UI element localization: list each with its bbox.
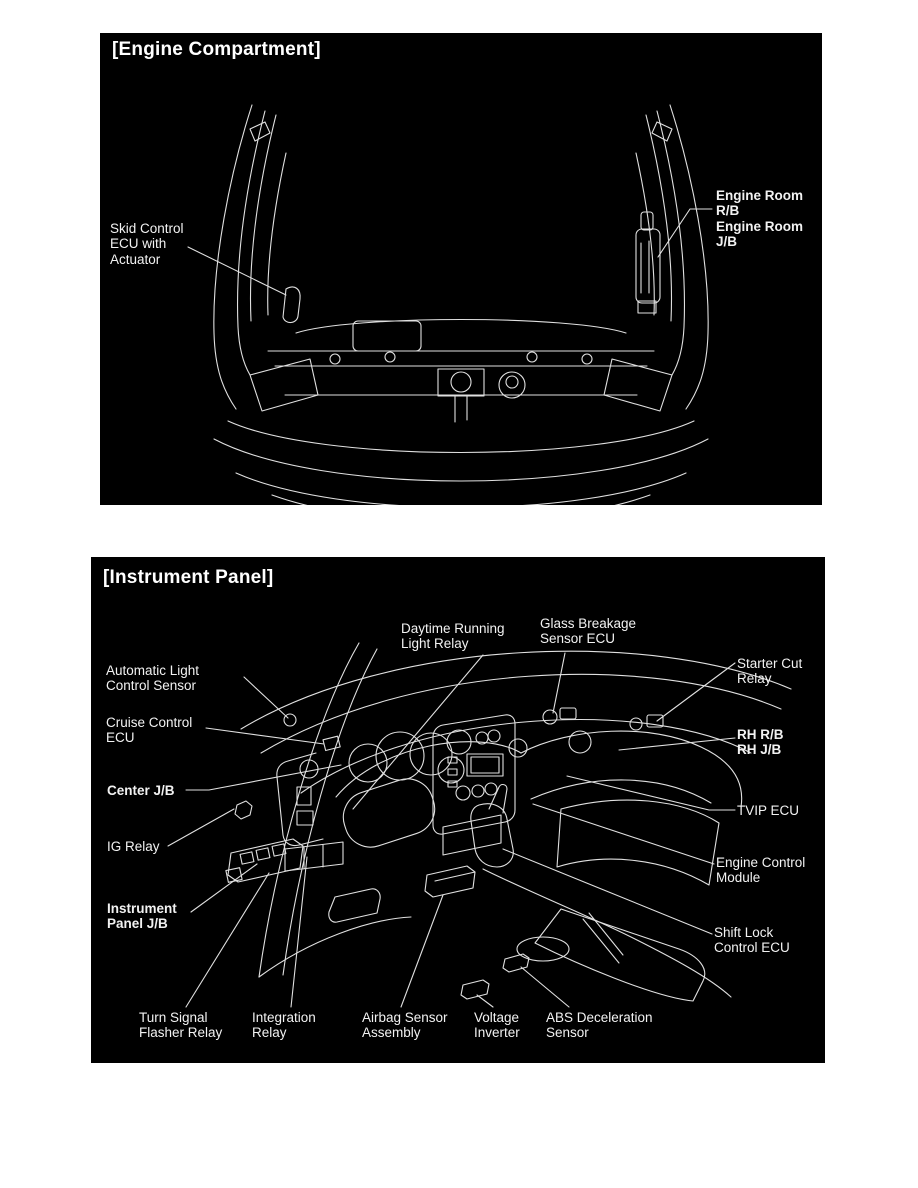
label-turn-signal-flasher-relay: Turn Signal Flasher Relay <box>139 1010 223 1041</box>
label-tvip-ecu: TVIP ECU <box>737 803 800 818</box>
engine-compartment-panel: [Engine Compartment] Skid Control ECU wi… <box>100 33 822 505</box>
label-center-jb: Center J/B <box>107 783 175 798</box>
label-voltage-inverter: Voltage Inverter <box>474 1010 520 1041</box>
label-integration-relay: Integration Relay <box>252 1010 316 1041</box>
instrument-panel-panel: [Instrument Panel] Automatic Light Contr… <box>91 557 825 1063</box>
label-rh-rb-jb: RH R/B RH J/B <box>737 727 784 758</box>
label-ig-relay: IG Relay <box>107 839 160 854</box>
label-engine-room-rb-jb: Engine Room R/B Engine Room J/B <box>716 188 803 249</box>
label-cruise-control-ecu: Cruise Control ECU <box>106 715 193 746</box>
engine-compartment-title: [Engine Compartment] <box>112 39 321 60</box>
label-abs-deceleration-sensor: ABS Deceleration Sensor <box>546 1010 653 1041</box>
label-airbag-sensor-assembly: Airbag Sensor Assembly <box>362 1010 448 1041</box>
label-starter-cut-relay: Starter Cut Relay <box>737 656 803 687</box>
engine-compartment-illustration <box>187 104 713 505</box>
instrument-panel-illustration <box>167 642 792 1008</box>
label-shift-lock-control-ecu: Shift Lock Control ECU <box>714 925 790 956</box>
instrument-panel-title: [Instrument Panel] <box>103 567 274 588</box>
label-engine-control-module: Engine Control Module <box>716 855 806 886</box>
label-daytime-running-light-relay: Daytime Running Light Relay <box>401 621 505 652</box>
label-instrument-panel-jb: Instrument Panel J/B <box>107 901 177 932</box>
label-glass-breakage-sensor-ecu: Glass Breakage Sensor ECU <box>540 616 637 647</box>
label-skid-control-ecu: Skid Control ECU with Actuator <box>110 221 184 267</box>
label-automatic-light-control-sensor: Automatic Light Control Sensor <box>106 663 200 694</box>
